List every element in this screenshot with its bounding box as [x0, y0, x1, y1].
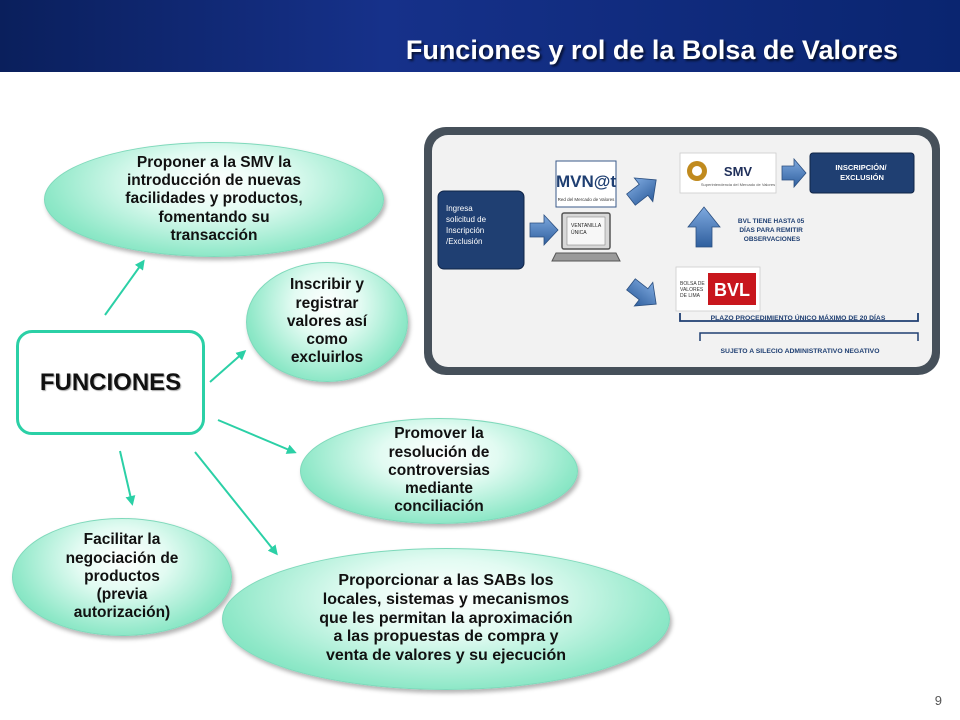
request-box-line: Inscripción — [446, 226, 484, 235]
function-2-line: Inscribir y — [289, 276, 365, 294]
function-4-line: productos — [84, 567, 160, 585]
function-1-line: facilidades y productos, — [125, 190, 303, 208]
request-box-line: /Exclusión — [446, 237, 482, 246]
flow-arrow-right-icon — [529, 213, 559, 247]
function-ellipse-3: Promover la resolución de controversias … — [300, 418, 578, 524]
function-4-line: autorización) — [73, 604, 171, 622]
ventanilla-line: VENTANILLA — [571, 223, 602, 229]
result-box-line: EXCLUSIÓN — [840, 173, 884, 182]
smv-caption: Superintendencia del Mercado de Valores — [701, 182, 775, 187]
ventanilla-line: ÚNICA — [571, 229, 587, 236]
mvnet-logo — [555, 160, 617, 208]
slide-title: Funciones y rol de la Bolsa de Valores — [405, 35, 898, 65]
svg-text:Ingresa solicitud de: Ingresa solicitud de Inscripción /Exclus… — [446, 204, 488, 246]
silencio-bracket — [699, 332, 919, 341]
function-3-line: controversias — [388, 461, 490, 479]
function-1-line: transacción — [170, 226, 258, 244]
function-3-line: conciliación — [394, 498, 484, 516]
function-5-line: a las propuestas de compra y — [333, 628, 559, 646]
function-1-line: introducción de nuevas — [127, 172, 301, 190]
process-flow-graphic: Ingresa solicitud de Inscripción /Exclus… — [437, 152, 919, 355]
function-5-line: locales, sistemas y mecanismos — [322, 590, 570, 608]
header-bar: Funciones y rol de la Bolsa de Valores — [0, 0, 960, 72]
function-1-line: Proponer a la SMV la — [136, 153, 292, 171]
svg-text:BVL TIENE HASTA 05 DÍA: BVL TIENE HASTA 05 DÍAS PARA REMITIR OBS… — [738, 218, 806, 243]
flow-arrow-to-result-icon — [781, 157, 807, 189]
funciones-label: FUNCIONES — [39, 368, 182, 396]
flow-arrow-down-right-icon — [626, 278, 657, 307]
request-box — [437, 190, 525, 270]
function-3-line: resolución de — [388, 443, 490, 461]
page-number: 9 — [934, 693, 942, 708]
arrow-to-f1 — [104, 259, 145, 316]
arrow-to-f4 — [119, 450, 136, 506]
flow-arrow-up-icon — [687, 206, 721, 248]
function-5-line: Proporcionar a las SABs los — [338, 571, 554, 589]
svg-text:BOLSA DE VALORES: BOLSA DE VALORES DE LIMA — [680, 281, 706, 299]
mvnet-logo-text: MVN@t — [556, 172, 616, 191]
function-4-line: (previa — [96, 586, 148, 604]
mvnet-caption: Red del Mercado de Valores — [558, 197, 615, 202]
bvl-text-line: BOLSA DE — [680, 281, 705, 287]
computer-keyboard — [551, 252, 621, 262]
plazo-bracket — [679, 313, 919, 322]
result-box-line: INSCRIPCIÓN/ — [835, 163, 887, 172]
request-box-line: Ingresa — [446, 204, 473, 213]
function-3-line: mediante — [404, 480, 474, 498]
function-2-line: registrar — [295, 294, 359, 312]
flow-arrow-up-right-icon — [626, 177, 657, 206]
function-3-line: Promover la — [394, 425, 484, 443]
function-2-line: valores así — [286, 312, 368, 330]
bvl-text-line: VALORES — [680, 287, 704, 293]
arrow-to-f2 — [209, 350, 247, 383]
arrow-to-f3 — [217, 419, 297, 454]
process-flow-panel: Ingresa solicitud de Inscripción /Exclus… — [424, 127, 940, 375]
silencio-text: SUJETO A SILECIO ADMINISTRATIVO NEGATIVO — [721, 348, 880, 355]
bvl-note-line: BVL TIENE HASTA 05 — [738, 218, 805, 225]
function-1-line: fomentando su — [158, 208, 270, 226]
computer-screen — [566, 216, 606, 246]
function-2-line: como — [306, 331, 348, 349]
function-ellipse-5: Proporcionar a las SABs los locales, sis… — [222, 548, 670, 690]
plazo-text: PLAZO PROCEDIMIENTO ÚNICO MÁXIMO DE 20 D… — [711, 313, 886, 322]
function-4-line: Facilitar la — [83, 531, 161, 549]
function-ellipse-4: Facilitar la negociación de productos (p… — [12, 518, 232, 636]
function-2-line: excluirlos — [290, 349, 364, 367]
function-ellipse-1: Proponer a la SMV la introducción de nue… — [44, 142, 384, 257]
funciones-box: FUNCIONES — [16, 330, 205, 435]
request-box-line: solicitud de — [446, 215, 487, 224]
function-5-line: venta de valores y su ejecución — [325, 647, 567, 665]
result-box — [809, 152, 915, 194]
svg-text:VENTANILLA ÚNICA: VENTANILLA ÚNICA — [571, 223, 602, 236]
smv-emblem-inner — [692, 166, 702, 176]
svg-text:INSCRIPCIÓN/ EXCLUSIÓN: INSCRIPCIÓN/ EXCLUSIÓN — [835, 163, 888, 182]
process-flow-canvas: Ingresa solicitud de Inscripción /Exclus… — [432, 135, 932, 367]
bvl-note-line: DÍAS PARA REMITIR — [739, 225, 803, 234]
function-5-line: que les permitan la aproximación — [319, 609, 573, 627]
bvl-note-line: OBSERVACIONES — [744, 236, 801, 243]
bvl-logo-text: BVL — [714, 280, 750, 300]
smv-logo-text: SMV — [724, 164, 753, 179]
bvl-logo-block — [708, 273, 756, 305]
arrow-to-f5 — [194, 451, 278, 556]
function-ellipse-2: Inscribir y registrar valores así como e… — [246, 262, 408, 382]
function-4-line: negociación de — [65, 549, 179, 567]
bvl-text-line: DE LIMA — [680, 293, 701, 299]
